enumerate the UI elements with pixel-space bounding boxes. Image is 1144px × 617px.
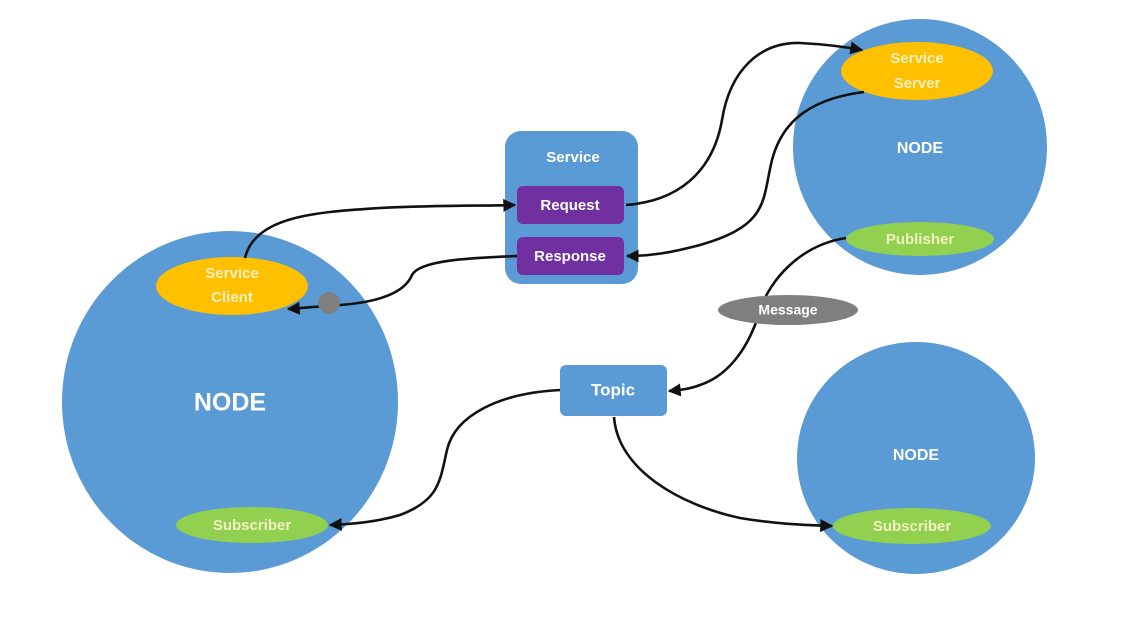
right-subscriber-ellipse	[833, 508, 991, 544]
node-bottom-right-label: NODE	[893, 447, 940, 464]
request-label: Request	[540, 197, 599, 214]
topic-label: Topic	[591, 380, 635, 399]
response-label: Response	[534, 248, 606, 265]
publisher[interactable]: Publisher	[846, 222, 994, 256]
right-subscriber[interactable]: Subscriber	[833, 508, 991, 544]
service-box[interactable]: Service Request Response	[505, 131, 638, 284]
service-client-ellipse	[156, 257, 308, 315]
edge-request-to-server	[625, 41, 864, 207]
topic[interactable]: Topic	[560, 365, 667, 416]
service-server-line2: Server	[894, 75, 941, 92]
left-subscriber-ellipse	[176, 507, 328, 543]
service-server-line1: Service	[890, 50, 943, 67]
service-client-line1: Service	[205, 265, 258, 282]
publisher-label: Publisher	[886, 231, 955, 248]
message[interactable]: Message	[718, 295, 858, 325]
node-left-circle	[62, 231, 398, 573]
response[interactable]: Response	[517, 237, 624, 275]
service-client[interactable]: Service Client	[156, 257, 308, 315]
response-box	[517, 237, 624, 275]
edge-client-to-request	[243, 198, 517, 259]
node-top-right-label: NODE	[897, 140, 944, 157]
publisher-ellipse	[846, 222, 994, 256]
right-subscriber-label: Subscriber	[873, 518, 952, 535]
topic-box	[560, 365, 667, 416]
request-box	[517, 186, 624, 224]
request[interactable]: Request	[517, 186, 624, 224]
service-server[interactable]: Service Server	[841, 42, 993, 100]
service-client-line2: Client	[211, 289, 253, 306]
service-title: Service	[546, 149, 599, 166]
edge-publisher-to-topic	[667, 236, 847, 397]
edge-topic-to-right-subscriber	[612, 416, 834, 533]
message-ellipse	[718, 295, 858, 325]
edge-topic-to-left-subscriber	[328, 388, 561, 532]
left-subscriber[interactable]: Subscriber	[176, 507, 328, 543]
node-left-label: NODE	[194, 389, 266, 417]
left-subscriber-label: Subscriber	[213, 517, 292, 534]
node-left[interactable]: NODE	[62, 231, 398, 573]
service-server-ellipse	[841, 42, 993, 100]
edge-response-to-client	[286, 254, 518, 315]
message-label: Message	[758, 302, 817, 318]
cursor-dot-icon	[318, 292, 340, 314]
edge-server-to-response	[625, 90, 865, 263]
